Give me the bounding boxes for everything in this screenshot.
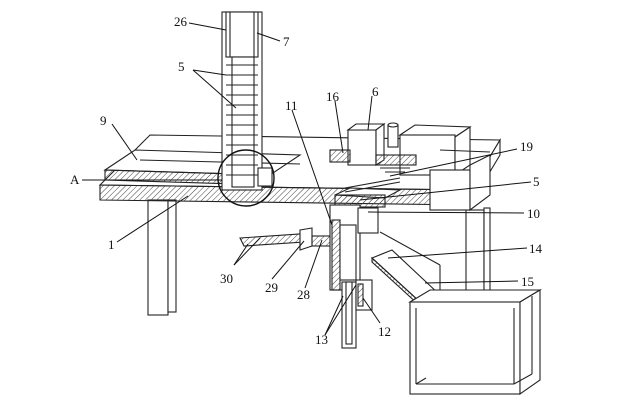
detail-circle-a [217, 149, 275, 207]
part-labels: 26 7 5 9 A 1 16 6 11 19 5 10 14 15 30 29… [70, 14, 543, 347]
vertical-column [329, 204, 379, 349]
label-5-top: 5 [178, 59, 185, 74]
label-15: 15 [521, 274, 534, 289]
vertical-magazine [221, 11, 273, 191]
label-19: 19 [520, 139, 533, 154]
label-7: 7 [283, 34, 290, 49]
label-6: 6 [372, 84, 379, 99]
label-5-right: 5 [533, 174, 540, 189]
label-30: 30 [220, 271, 233, 286]
label-14: 14 [529, 241, 543, 256]
collection-bin [408, 289, 542, 396]
arm-29-30 [239, 227, 333, 251]
table-legs [147, 199, 491, 316]
label-10: 10 [527, 206, 540, 221]
leader-lines [82, 22, 532, 336]
label-28: 28 [297, 287, 310, 302]
label-26: 26 [174, 14, 188, 29]
label-a: A [70, 172, 80, 187]
label-12: 12 [378, 324, 391, 339]
label-16: 16 [326, 89, 340, 104]
stacked-parts [226, 64, 258, 176]
label-1: 1 [108, 237, 115, 252]
label-9: 9 [100, 113, 107, 128]
label-13: 13 [315, 332, 328, 347]
motor-assembly [329, 122, 417, 173]
central-stage [334, 177, 403, 208]
label-29: 29 [265, 280, 278, 295]
label-11: 11 [285, 98, 298, 113]
